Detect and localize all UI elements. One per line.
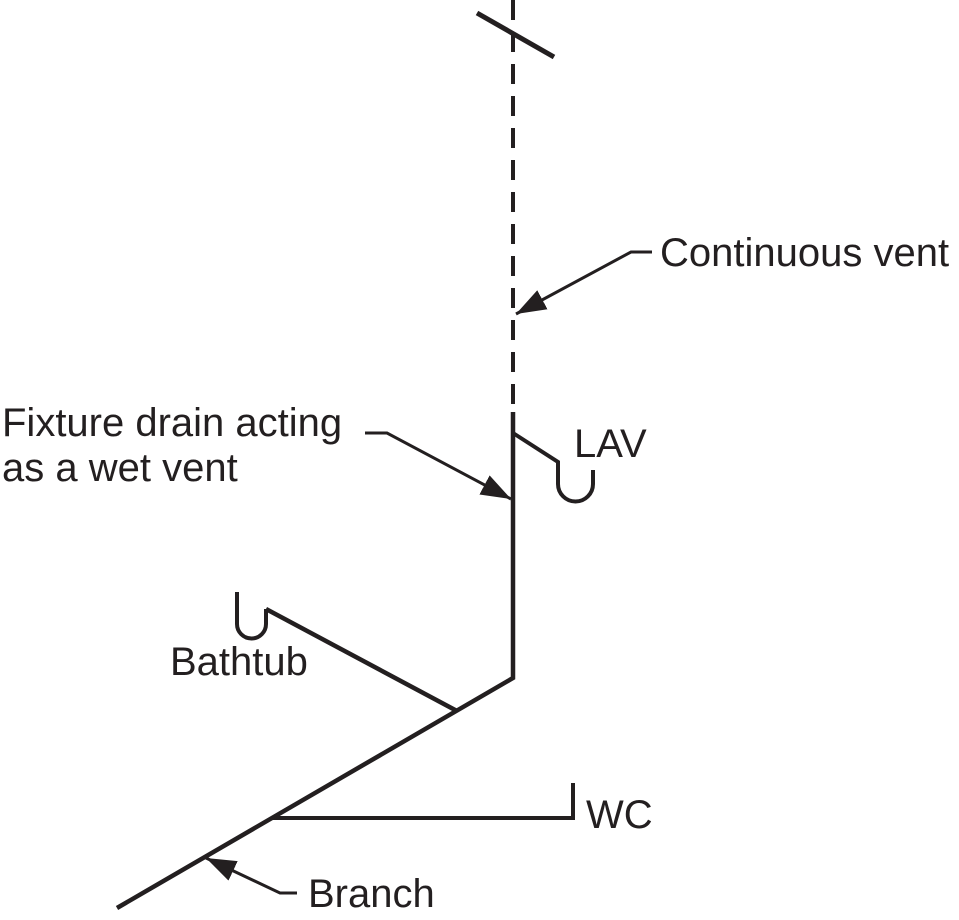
fixture-drain-label-line1: Fixture drain acting xyxy=(2,401,342,445)
branch-label: Branch xyxy=(308,872,435,916)
lav-trap xyxy=(511,431,595,504)
lav-label: LAV xyxy=(574,422,647,466)
wet-vent-pipe-and-branch-line xyxy=(115,412,516,910)
bathtub-trap xyxy=(235,592,268,641)
wc-drain-line xyxy=(272,783,575,820)
continuous-vent-label: Continuous vent xyxy=(660,231,949,275)
pipe-break-slash-icon xyxy=(475,10,556,60)
bathtub-drain-line xyxy=(264,607,459,713)
branch-leader-arrow-icon xyxy=(205,856,297,895)
fixture-drain-label-line2: as a wet vent xyxy=(2,446,238,490)
fixture-drain-leader-arrow-icon xyxy=(365,431,512,501)
bathtub-label: Bathtub xyxy=(170,640,308,684)
wc-label: WC xyxy=(586,793,653,837)
continuous-vent-leader-arrow-icon xyxy=(515,250,652,316)
